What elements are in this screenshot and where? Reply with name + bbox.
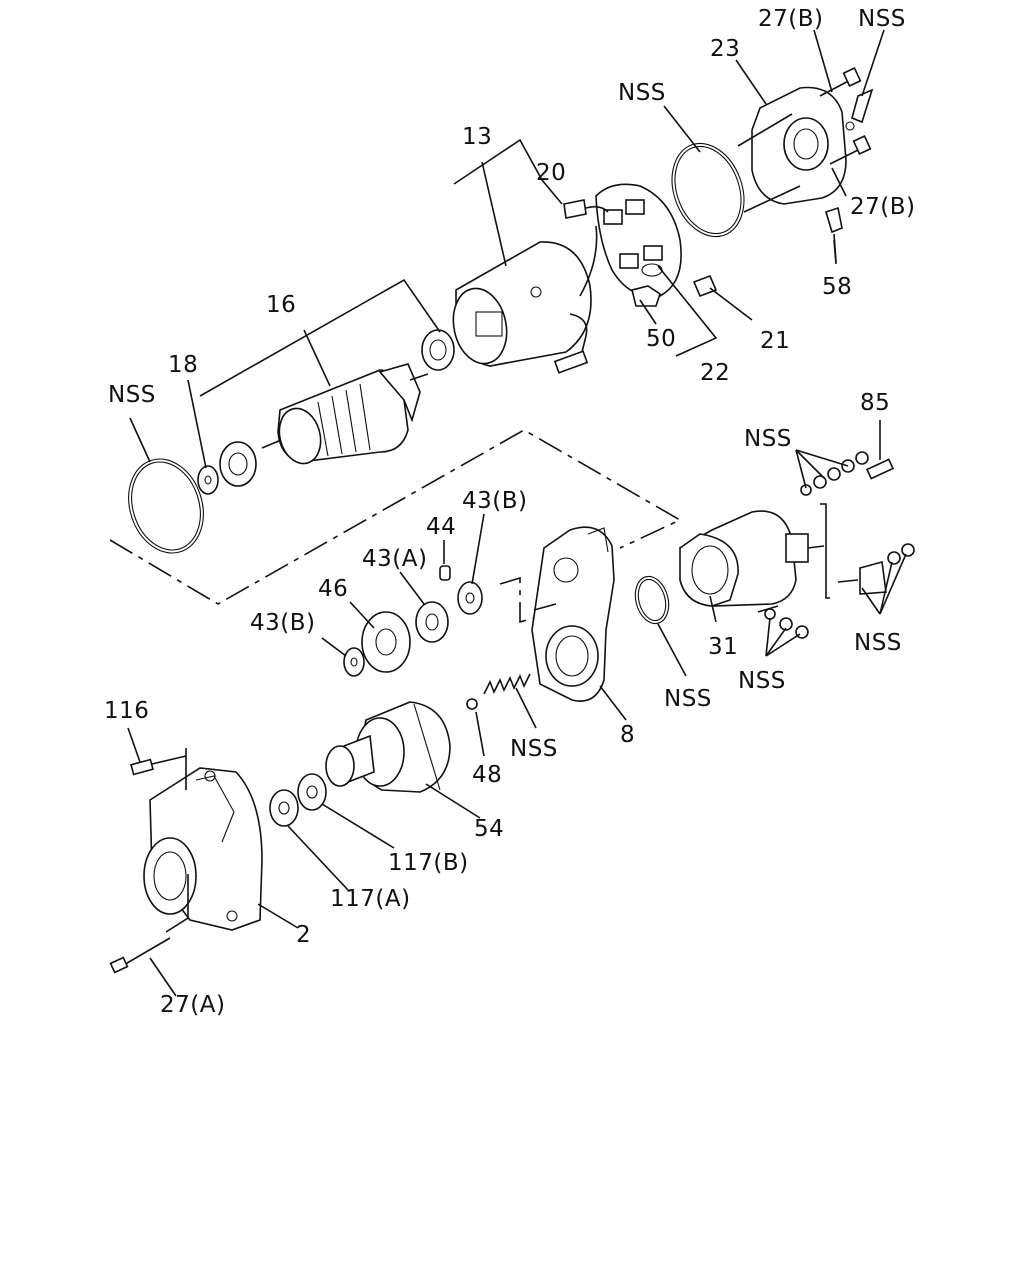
- terminal-set-right: [837, 543, 915, 595]
- label-48: 48: [472, 762, 502, 788]
- leader-lines: [127, 29, 907, 997]
- bearing-rear: [219, 441, 257, 487]
- label-85: 85: [860, 390, 890, 416]
- part-58: [825, 206, 843, 263]
- label-nss-sol-right: NSS: [854, 630, 902, 656]
- assembly-dash-line: [109, 429, 682, 605]
- washer-18: [197, 465, 219, 495]
- part-labels: 27(B) NSS 23 NSS 13 20 27(B) 58 16 21 50…: [104, 6, 916, 1018]
- label-117b: 117(B): [388, 850, 469, 876]
- gear-46: [361, 611, 411, 673]
- front-housing-2: [143, 767, 263, 931]
- pinion-clutch-54: [325, 701, 451, 793]
- label-117a: 117(A): [330, 886, 411, 912]
- label-22: 22: [700, 360, 730, 386]
- label-23: 23: [710, 36, 740, 62]
- label-nss-oring: NSS: [664, 686, 712, 712]
- armature-16: [261, 363, 429, 465]
- washer-set-top: [800, 451, 869, 496]
- center-housing-8: [531, 526, 615, 702]
- label-8: 8: [620, 722, 635, 748]
- label-16: 16: [266, 292, 296, 318]
- label-54: 54: [474, 816, 504, 842]
- label-46: 46: [318, 576, 348, 602]
- label-nss-top: NSS: [858, 6, 906, 32]
- label-18: 18: [168, 352, 198, 378]
- label-21: 21: [760, 328, 790, 354]
- washer-117b: [297, 773, 327, 811]
- label-2: 2: [296, 922, 311, 948]
- label-116: 116: [104, 698, 149, 724]
- washer-set-bottom: [764, 608, 809, 639]
- washer-43b-top: [457, 581, 483, 615]
- label-43a: 43(A): [362, 546, 427, 572]
- part-43a: [415, 601, 449, 643]
- label-nss-ring: NSS: [618, 80, 666, 106]
- label-27a: 27(A): [160, 992, 225, 1018]
- spring-nss: [483, 673, 531, 695]
- yoke-13: [452, 225, 598, 374]
- bolt-116: [130, 755, 187, 776]
- label-nss-sol-bottom: NSS: [738, 668, 786, 694]
- label-58: 58: [822, 274, 852, 300]
- label-43b-left: 43(B): [250, 610, 316, 636]
- label-nss-left: NSS: [108, 382, 156, 408]
- bolt-85: [865, 458, 895, 480]
- label-27b-top: 27(B): [758, 6, 824, 32]
- label-13: 13: [462, 124, 492, 150]
- label-20: 20: [536, 160, 566, 186]
- gear-axis-dash: [499, 576, 535, 624]
- label-27b-mid: 27(B): [850, 194, 916, 220]
- rear-cover-23: [737, 67, 874, 213]
- label-50: 50: [646, 326, 676, 352]
- ball-48: [466, 698, 478, 710]
- washer-117a: [269, 789, 299, 827]
- oring-nss-rear: [671, 142, 745, 238]
- solenoid-31: [678, 503, 830, 607]
- label-nss-spring: NSS: [510, 736, 558, 762]
- label-31: 31: [708, 634, 738, 660]
- label-44: 44: [426, 514, 456, 540]
- label-nss-washers: NSS: [744, 426, 792, 452]
- washer-43b-left: [343, 647, 365, 677]
- label-43b-top: 43(B): [462, 488, 528, 514]
- oring-nss-left: [128, 458, 204, 554]
- bearing-front: [421, 329, 455, 371]
- bolt-27a: [109, 937, 171, 974]
- oring-nss-solenoid: [634, 575, 670, 625]
- pin-44: [439, 565, 451, 581]
